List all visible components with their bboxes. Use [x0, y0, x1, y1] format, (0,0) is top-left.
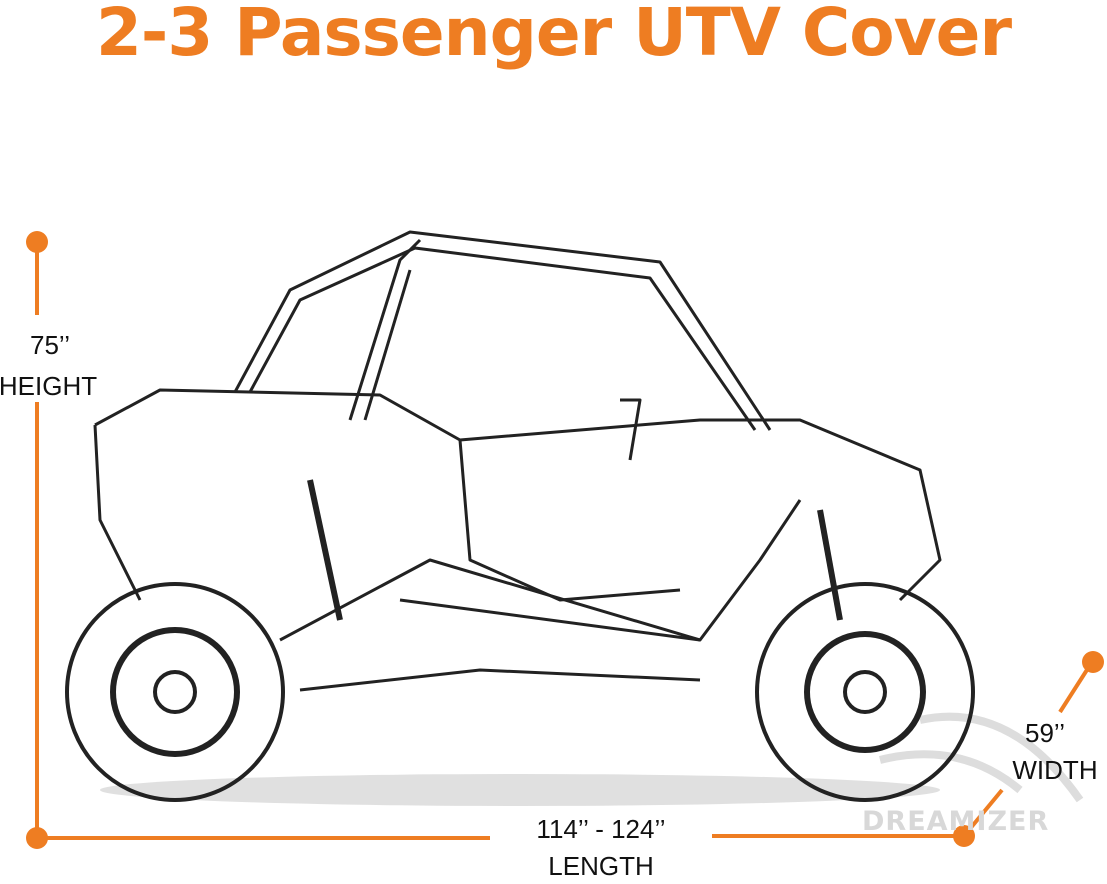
watermark-swoosh — [879, 712, 1084, 803]
dimension-lines — [35, 242, 1094, 840]
product-title: 2-3 Passenger UTV Cover — [96, 0, 1012, 71]
width-value: 59’’ — [1024, 718, 1065, 748]
dimension-dots — [26, 231, 1104, 849]
vehicle-sketch — [93, 230, 942, 692]
front-wheel — [65, 582, 285, 802]
length-value: 114’’ - 124’’ — [536, 814, 666, 844]
height-label: HEIGHT — [0, 371, 98, 401]
rear-wheel — [755, 582, 975, 802]
width-label: WIDTH — [1012, 755, 1098, 785]
height-value: 75’’ — [29, 330, 70, 360]
length-label: LENGTH — [548, 851, 654, 881]
brand-watermark: DREAMIZER — [862, 806, 1050, 837]
